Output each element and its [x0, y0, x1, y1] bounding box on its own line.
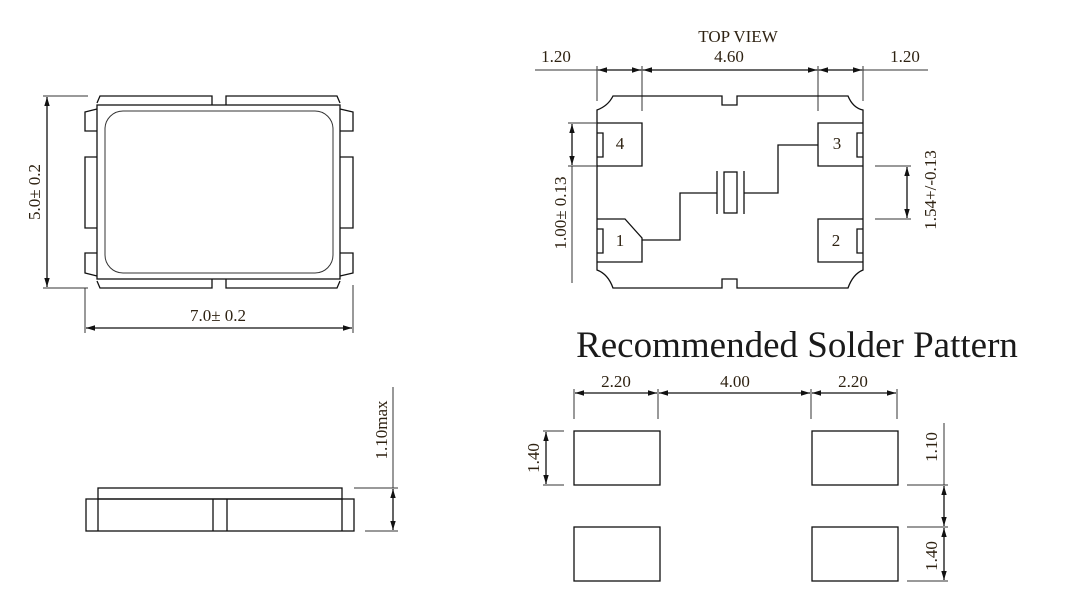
solder-vertical-gap-label: 1.10 [922, 432, 941, 462]
pin-1-label: 1 [616, 231, 625, 250]
package-lid [104, 110, 334, 274]
pin-3-label: 3 [833, 134, 842, 153]
solder-pad [573, 430, 661, 486]
solder-pad-height-left-label: 1.40 [524, 443, 543, 473]
dim-center-label: 4.60 [714, 47, 744, 66]
solder-pad-width-left-label: 2.20 [601, 372, 631, 391]
package-body [96, 104, 341, 280]
dim-right-label: 1.20 [890, 47, 920, 66]
solder-pad [811, 430, 899, 486]
pad-height-dimension-label: 1.00± 0.13 [551, 176, 570, 249]
pad-4 [597, 122, 643, 167]
solder-pattern: Recommended Solder Pattern 2.20 4.00 2.2… [524, 325, 1018, 582]
solder-pad [811, 526, 899, 582]
package-side-view: 1.10max [85, 387, 398, 532]
pad-1 [597, 218, 643, 263]
pin-4-label: 4 [616, 134, 625, 153]
pad-2 [817, 218, 863, 263]
package-top-outline: 5.0± 0.2 7.0± 0.2 [25, 95, 354, 333]
width-dimension-label: 7.0± 0.2 [190, 306, 246, 325]
top-view-body [596, 95, 864, 289]
crystal-symbol-icon [642, 144, 818, 241]
pin-2-label: 2 [832, 231, 841, 250]
solder-pad [573, 526, 661, 582]
dim-left-label: 1.20 [541, 47, 571, 66]
height-dimension-label: 5.0± 0.2 [25, 164, 44, 220]
pad-gap-dimension-label: 1.54+/-0.13 [921, 150, 940, 229]
thickness-dimension-label: 1.10max [372, 400, 391, 460]
solder-gap-label: 4.00 [720, 372, 750, 391]
solder-pattern-title: Recommended Solder Pattern [576, 325, 1018, 366]
top-view-title: TOP VIEW [698, 27, 778, 46]
solder-pad-width-right-label: 2.20 [838, 372, 868, 391]
top-view-pinout: TOP VIEW 1.20 4.60 1.20 4 3 1 2 1.0 [535, 27, 940, 289]
solder-pad-height-right-label: 1.40 [922, 541, 941, 571]
